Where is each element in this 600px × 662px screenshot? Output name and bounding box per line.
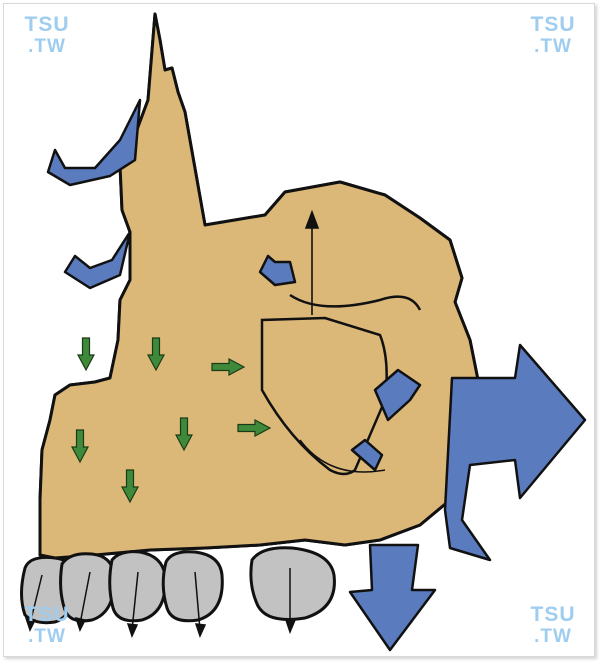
blue-arrow-large-right <box>445 345 585 560</box>
tooth-5 <box>251 548 335 620</box>
watermark-bottom-left: TSU.TW <box>12 604 82 646</box>
tooth-4 <box>163 552 222 621</box>
blue-arrow-left-middle <box>65 232 130 288</box>
watermark-top-right: TSU.TW <box>518 14 588 56</box>
tooth-3 <box>110 552 166 621</box>
green-arrow-down-1 <box>78 338 94 370</box>
watermark-bottom-right: TSU.TW <box>518 604 588 646</box>
blue-arrow-down <box>350 545 435 650</box>
watermark-top-left: TSU.TW <box>12 14 82 56</box>
